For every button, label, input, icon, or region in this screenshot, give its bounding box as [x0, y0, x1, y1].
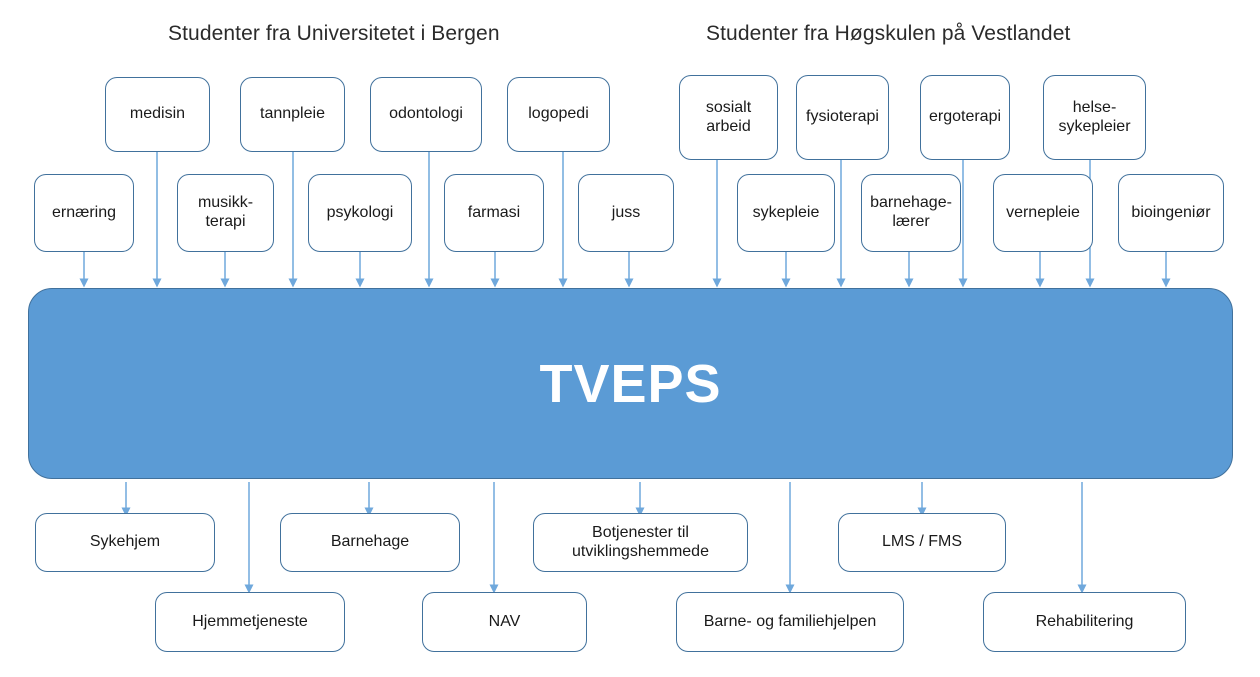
node-uib-farmasi[interactable]: farmasi — [444, 174, 544, 252]
node-hvl-bioingenioer[interactable]: bioingeniør — [1118, 174, 1224, 252]
node-uib-musikkterapi[interactable]: musikk-terapi — [177, 174, 274, 252]
heading-hvl: Studenter fra Høgskulen på Vestlandet — [706, 22, 1071, 45]
node-hvl-ergoterapi[interactable]: ergoterapi — [920, 75, 1010, 160]
tveps-banner[interactable]: TVEPS — [28, 288, 1233, 479]
node-hvl-barnehagelaerer[interactable]: barnehage-lærer — [861, 174, 961, 252]
node-arena-hjemmetjeneste[interactable]: Hjemmetjeneste — [155, 592, 345, 652]
node-uib-logopedi[interactable]: logopedi — [507, 77, 610, 152]
node-uib-juss[interactable]: juss — [578, 174, 674, 252]
node-hvl-helsesykepleier[interactable]: helse-sykepleier — [1043, 75, 1146, 160]
node-arena-lms-fms[interactable]: LMS / FMS — [838, 513, 1006, 572]
node-uib-medisin[interactable]: medisin — [105, 77, 210, 152]
node-arena-rehabilitering[interactable]: Rehabilitering — [983, 592, 1186, 652]
tveps-label: TVEPS — [539, 353, 722, 414]
heading-uib: Studenter fra Universitetet i Bergen — [168, 22, 500, 45]
node-arena-barnehage[interactable]: Barnehage — [280, 513, 460, 572]
node-arena-barne-familiehjelpen[interactable]: Barne- og familiehjelpen — [676, 592, 904, 652]
node-arena-nav[interactable]: NAV — [422, 592, 587, 652]
node-hvl-fysioterapi[interactable]: fysioterapi — [796, 75, 889, 160]
node-arena-sykehjem[interactable]: Sykehjem — [35, 513, 215, 572]
node-hvl-sykepleie[interactable]: sykepleie — [737, 174, 835, 252]
node-uib-odontologi[interactable]: odontologi — [370, 77, 482, 152]
node-uib-ernaering[interactable]: ernæring — [34, 174, 134, 252]
node-uib-tannpleie[interactable]: tannpleie — [240, 77, 345, 152]
node-uib-psykologi[interactable]: psykologi — [308, 174, 412, 252]
node-hvl-vernepleie[interactable]: vernepleie — [993, 174, 1093, 252]
